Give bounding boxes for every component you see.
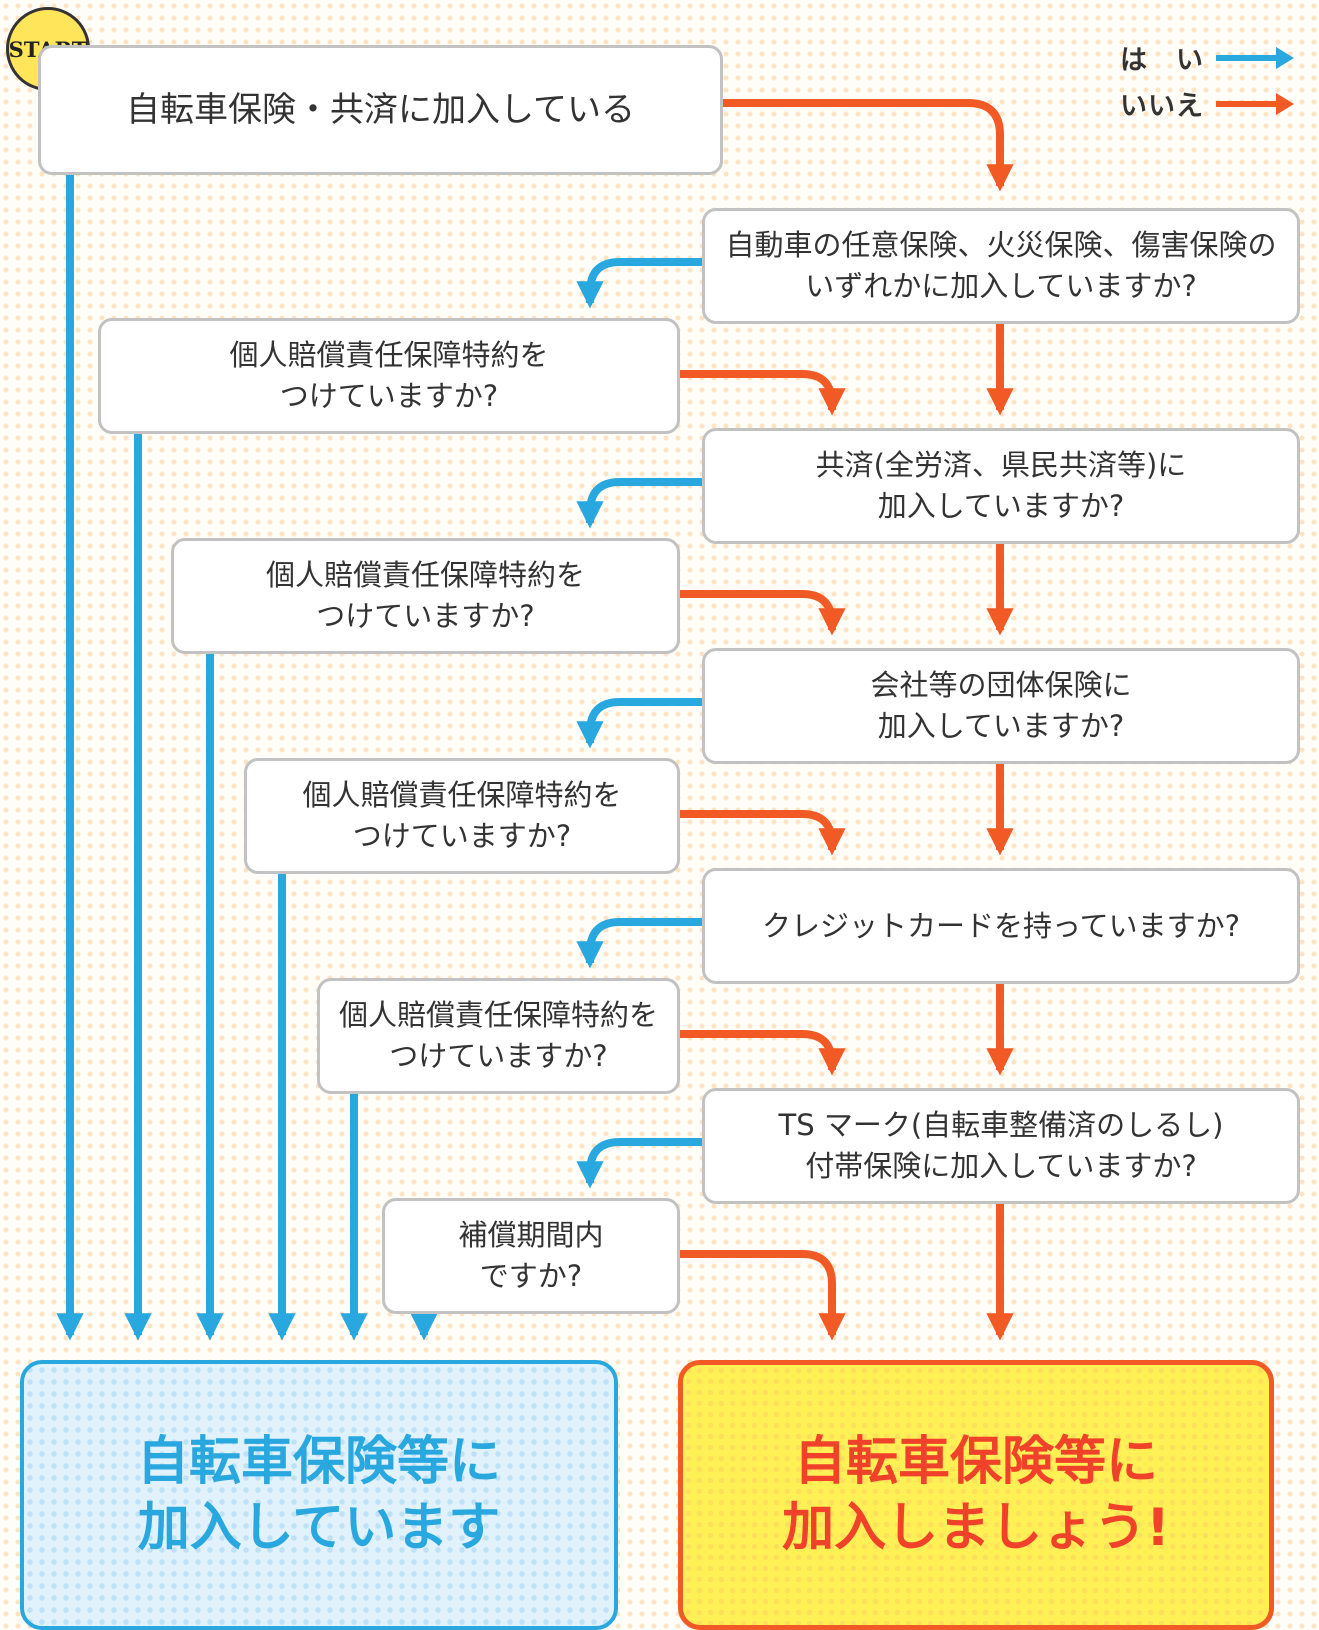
question-text-line: 加入していますか?	[877, 709, 1125, 743]
result-text-line: 自転車保険等に	[136, 1432, 501, 1492]
legend-no-arrow-icon	[1216, 92, 1294, 115]
legend-no-label: いいえ	[1120, 91, 1204, 122]
sub-question-rider-3: 個人賠償責任保障特約を つけていますか?	[244, 758, 680, 874]
no-arrow	[680, 590, 846, 636]
question-text-line: クレジットカードを持っていますか?	[762, 908, 1240, 943]
legend-yes: は い	[1120, 38, 1296, 77]
result-not-insured: 自転車保険等に 加入しましょう!	[678, 1360, 1274, 1630]
question-text-line: ですか?	[479, 1259, 583, 1293]
no-arrow	[680, 1250, 846, 1341]
legend-no: いいえ	[1120, 84, 1296, 123]
yes-arrow	[576, 478, 702, 529]
question-text-line: つけていますか?	[279, 379, 499, 413]
yes-arrow	[576, 698, 702, 749]
question-text-line: つけていますか?	[352, 819, 572, 853]
question-text-line: いずれかに加入していますか?	[805, 269, 1197, 303]
sub-question-coverage-period: 補償期間内 ですか?	[382, 1198, 680, 1314]
question-text-line: 付帯保険に加入していますか?	[805, 1149, 1197, 1183]
no-arrow	[680, 370, 846, 416]
question-text-line: 加入していますか?	[877, 489, 1125, 523]
no-arrow	[680, 810, 846, 856]
result-insured: 自転車保険等に 加入しています	[20, 1360, 618, 1630]
no-arrow	[680, 1030, 846, 1076]
question-ts-mark: TS マーク(自転車整備済のしるし) 付帯保険に加入していますか?	[702, 1088, 1300, 1204]
question-bicycle-insurance: 自転車保険・共済に加入している	[38, 45, 723, 175]
question-text-line: TS マーク(自転車整備済のしるし)	[778, 1108, 1224, 1142]
result-text-line: 加入しましょう!	[782, 1498, 1170, 1558]
question-text-line: 個人賠償責任保障特約を	[229, 338, 549, 372]
question-text-line: 補償期間内	[458, 1218, 604, 1252]
question-credit-card: クレジットカードを持っていますか?	[702, 868, 1300, 984]
question-text-line: 個人賠償責任保障特約を	[338, 998, 658, 1032]
yes-arrow	[576, 258, 702, 309]
result-text-line: 自転車保険等に	[793, 1432, 1158, 1492]
legend-yes-label: は い	[1120, 45, 1204, 76]
question-text-line: 個人賠償責任保障特約を	[302, 778, 622, 812]
sub-question-rider-4: 個人賠償責任保障特約を つけていますか?	[317, 978, 680, 1094]
question-text-line: 個人賠償責任保障特約を	[265, 558, 585, 592]
question-text-line: 自転車保険・共済に加入している	[126, 89, 635, 130]
question-kyosai: 共済(全労済、県民共済等)に 加入していますか?	[702, 428, 1300, 544]
yes-arrow	[576, 1138, 702, 1189]
sub-question-rider-2: 個人賠償責任保障特約を つけていますか?	[171, 538, 680, 654]
question-group-insurance: 会社等の団体保険に 加入していますか?	[702, 648, 1300, 764]
legend-yes-arrow-icon	[1216, 46, 1294, 69]
no-arrow	[723, 99, 1014, 192]
question-other-insurance: 自動車の任意保険、火災保険、傷害保険の いずれかに加入していますか?	[702, 208, 1300, 324]
result-text-line: 加入しています	[137, 1498, 501, 1558]
question-text-line: つけていますか?	[316, 599, 535, 633]
question-text-line: 自動車の任意保険、火災保険、傷害保険の	[725, 228, 1277, 262]
yes-arrow	[576, 918, 702, 969]
question-text-line: 会社等の団体保険に	[870, 668, 1132, 702]
question-text-line: つけていますか?	[389, 1039, 608, 1073]
sub-question-rider-1: 個人賠償責任保障特約を つけていますか?	[98, 318, 680, 434]
question-text-line: 共済(全労済、県民共済等)に	[815, 448, 1187, 482]
